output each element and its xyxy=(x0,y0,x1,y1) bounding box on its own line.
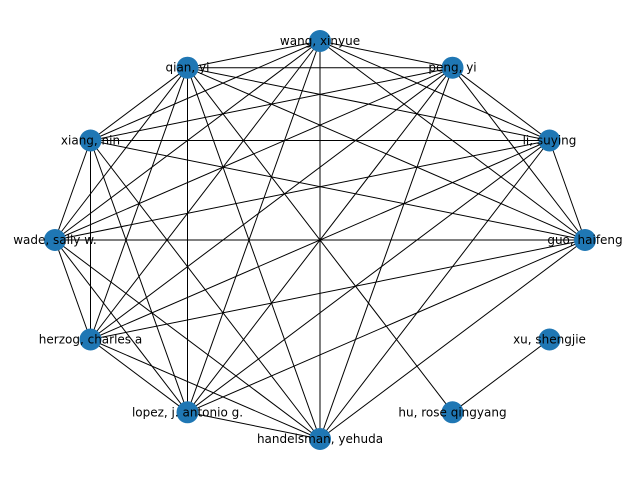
edge-hu-qian xyxy=(187,67,453,413)
edge-wang-herzog xyxy=(90,40,321,340)
labels-layer: wang, xinyue peng, yi li, suying guo, haife… xyxy=(13,34,622,446)
edge-guo-qian xyxy=(187,67,586,241)
node-peng[interactable] xyxy=(441,56,464,79)
node-herzog[interactable] xyxy=(79,328,102,351)
node-label-xu: xu, shengjie xyxy=(513,333,586,347)
edge-handelsman-herzog xyxy=(90,339,321,440)
edge-li-wade xyxy=(54,140,550,241)
edge-guo-herzog xyxy=(90,239,586,340)
edge-peng-li xyxy=(452,67,550,141)
node-label-wang: wang, xinyue xyxy=(280,34,360,48)
node-label-peng: peng, yi xyxy=(428,61,476,75)
node-label-xiang: xiang, nin xyxy=(61,134,120,148)
node-label-wade: wade, sally w. xyxy=(13,233,97,247)
edge-peng-herzog xyxy=(90,67,453,340)
node-label-guo: guo, haifeng xyxy=(547,233,622,247)
node-guo[interactable] xyxy=(574,229,596,251)
edge-peng-handelsman xyxy=(319,67,453,440)
edge-lopez-herzog xyxy=(90,339,188,413)
edge-li-handelsman xyxy=(319,140,550,440)
edge-herzog-wade xyxy=(54,239,91,340)
edge-li-guo xyxy=(549,140,586,241)
node-li[interactable] xyxy=(538,129,561,152)
edge-wade-xiang xyxy=(54,140,91,241)
node-lopez[interactable] xyxy=(176,401,199,424)
edge-herzog-qian xyxy=(90,67,188,340)
node-wade[interactable] xyxy=(44,229,66,251)
node-hu[interactable] xyxy=(441,401,464,424)
node-label-qian: qian, yi xyxy=(166,61,210,75)
edge-wade-qian xyxy=(54,67,188,241)
node-xiang[interactable] xyxy=(79,129,102,152)
edge-li-lopez xyxy=(187,140,550,413)
edge-wang-qian xyxy=(187,40,321,69)
node-wang[interactable] xyxy=(309,30,331,52)
edge-handelsman-xiang xyxy=(90,140,321,440)
node-qian[interactable] xyxy=(176,56,199,79)
edge-guo-xiang xyxy=(90,140,586,241)
nodes-layer xyxy=(44,30,596,450)
node-label-li: li, suying xyxy=(523,134,577,148)
node-handelsman[interactable] xyxy=(309,428,331,450)
edge-handelsman-qian xyxy=(187,67,321,440)
node-label-lopez: lopez, j. antonio g. xyxy=(132,405,243,419)
edge-lopez-wade xyxy=(54,239,188,413)
edge-wang-peng xyxy=(319,40,453,69)
node-xu[interactable] xyxy=(538,328,561,351)
node-label-handelsman: handelsman, yehuda xyxy=(257,432,383,446)
edge-wang-lopez xyxy=(187,40,321,413)
edge-guo-handelsman xyxy=(319,239,586,440)
edge-hu-xu xyxy=(452,339,550,413)
edge-xiang-qian xyxy=(90,67,188,141)
edge-handelsman-lopez xyxy=(187,411,321,440)
edge-lopez-xiang xyxy=(90,140,188,413)
edge-li-qian xyxy=(187,67,550,141)
edges-layer xyxy=(54,40,586,440)
node-label-hu: hu, rose qingyang xyxy=(398,405,506,419)
node-label-herzog: herzog, charles a xyxy=(39,333,142,347)
